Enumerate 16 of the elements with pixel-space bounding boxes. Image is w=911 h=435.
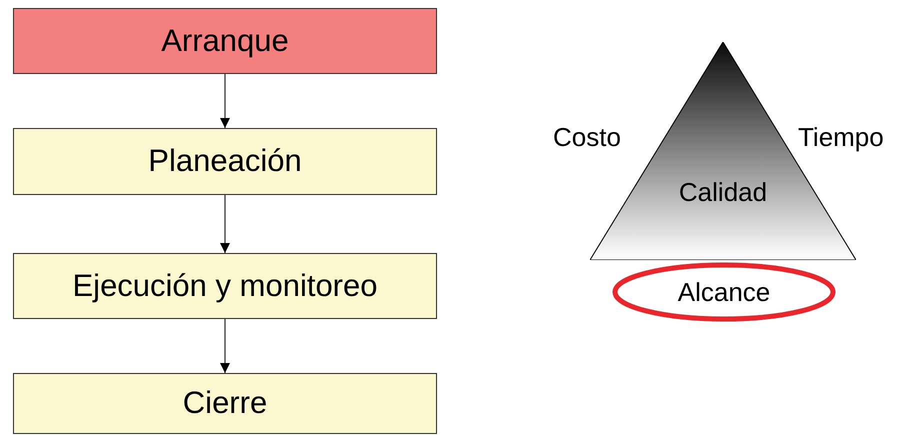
arrow (220, 195, 230, 253)
process-box (13, 253, 437, 319)
scope-ellipse (612, 262, 836, 322)
process-box (13, 8, 437, 74)
node-label: Cierre (182, 384, 268, 422)
arrow (220, 74, 230, 128)
node-label: Planeación (148, 142, 302, 180)
node-label: Alcance (678, 276, 770, 308)
process-box (13, 128, 437, 195)
node-label: Arranque (161, 22, 289, 60)
side-label: Costo (553, 121, 621, 154)
side-label: Tiempo (798, 121, 884, 154)
node-label: Ejecución y monitoreo (72, 266, 378, 305)
arrow (220, 319, 230, 373)
process-box (13, 373, 437, 434)
node-label: Calidad (678, 176, 768, 209)
